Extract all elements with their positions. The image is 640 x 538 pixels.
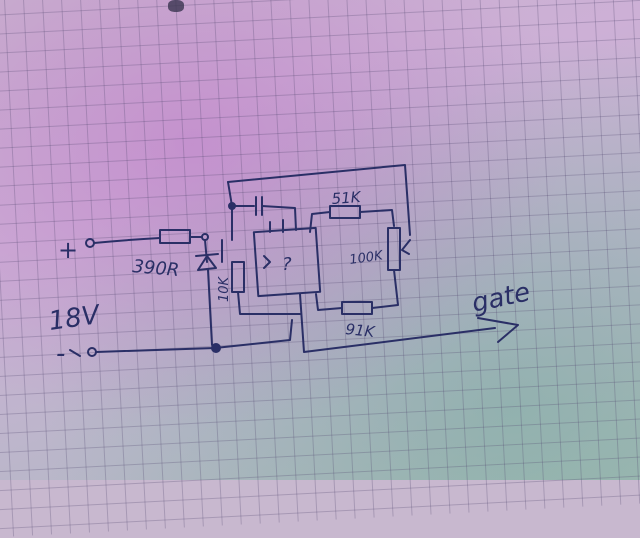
- plus-terminal: [85, 238, 95, 248]
- ic-label: ?: [282, 254, 292, 275]
- output-arrow: [477, 317, 519, 343]
- wire-r2-right: [359, 209, 395, 227]
- resistor-91k: [341, 301, 373, 315]
- wire-plus: [93, 237, 161, 244]
- pot-label: 100K: [348, 248, 385, 268]
- r3-label: 10K: [217, 275, 232, 302]
- wire-left-rail: [227, 181, 233, 241]
- r4-label: 91K: [345, 320, 377, 341]
- wire-diode-ground: [207, 269, 213, 346]
- wire-r2-left: [309, 211, 331, 233]
- ic-clock-mark: [263, 255, 271, 269]
- wire-ground: [95, 319, 293, 353]
- r2-label: 51K: [331, 188, 362, 208]
- wire-top-loop: [227, 164, 411, 236]
- wire-output: [299, 293, 496, 353]
- minus-terminal: [87, 347, 97, 357]
- wire-pot-bottom: [371, 269, 399, 309]
- node-ground: [211, 343, 221, 353]
- output-label: gate: [469, 277, 533, 319]
- wire-r4-left: [315, 293, 343, 311]
- pot-wiper-arrow: [401, 239, 411, 255]
- potentiometer-100k: [387, 227, 401, 271]
- plus-label: +: [58, 236, 78, 264]
- diode-symbol: [195, 253, 219, 271]
- minus-label: -: [56, 339, 65, 369]
- minus-tick: [69, 349, 81, 357]
- hand-drawn-circuit: + 18V - 390R 51K 10K 91K 100K ? gate: [47, 164, 533, 369]
- voltage-label: 18V: [47, 300, 104, 337]
- wire-cap-right: [261, 205, 297, 231]
- ic-box: [252, 226, 322, 298]
- resistor-390r: [159, 229, 191, 244]
- resistor-10k: [231, 261, 245, 293]
- r1-label: 390R: [132, 256, 181, 281]
- wire-r3-bottom: [237, 291, 301, 315]
- ic-top-pins: [269, 219, 284, 233]
- ink-blot: [168, 0, 184, 12]
